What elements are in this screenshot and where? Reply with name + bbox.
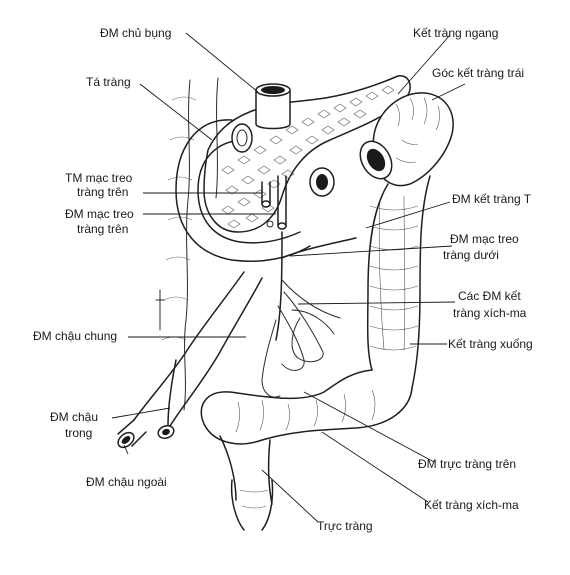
label-dm-chau-chung: ĐM chậu chung [33, 329, 117, 343]
label-ket-trang-ngang: Kết tràng ngang [413, 26, 498, 40]
sm-vessels [261, 167, 335, 230]
label-dm-chau-ngoai: ĐM chậu ngoài [86, 475, 167, 489]
pancreas-shape [203, 75, 411, 233]
rectum [230, 479, 274, 531]
label-tm-mac-treo-trang-tren-line1: TM mạc treo [65, 171, 133, 185]
label-truc-trang: Trực tràng [317, 519, 373, 533]
label-dm-mac-treo-trang-tren-line2: tràng trên [77, 222, 128, 236]
label-dm-mac-treo-trang-duoi-line2: tràng dưới [443, 248, 499, 262]
label-ket-trang-xuong: Kết tràng xuống [448, 337, 533, 351]
label-cac-dm-ket-trang-xich-ma-line2: tràng xích-ma [453, 306, 527, 320]
label-dm-chau-trong-line2: trong [65, 426, 92, 440]
label-dm-mac-treo-trang-tren-line1: ĐM mạc treo [65, 207, 134, 221]
sigmoid-colon [200, 369, 413, 505]
abdominal-aorta [255, 83, 291, 130]
label-tm-mac-treo-trang-tren-line2: tràng trên [77, 185, 128, 199]
label-dm-ket-trang-t: ĐM kết tràng T [452, 192, 532, 206]
duodenum-lumen [231, 123, 253, 153]
transverse-colon [359, 92, 454, 187]
label-dm-mac-treo-trang-duoi-line1: ĐM mạc treo [450, 232, 519, 246]
iliac-arteries [117, 271, 263, 449]
label-dm-chu-bung: ĐM chủ bụng [100, 26, 171, 40]
descending-colon [366, 175, 431, 389]
leader-lines [111, 32, 466, 523]
diagram-labels: ĐM chủ bụng Tá tràng TM mạc treo tràng t… [33, 26, 533, 533]
inferior-mesenteric-artery [261, 231, 357, 398]
label-dm-truc-trang-tren: ĐM trực tràng trên [418, 457, 516, 471]
label-cac-dm-ket-trang-xich-ma-line1: Các ĐM kết [458, 289, 521, 303]
label-ket-trang-xich-ma: Kết tràng xích-ma [424, 498, 519, 512]
duodenum-shape [175, 119, 311, 262]
label-ta-trang: Tá tràng [86, 75, 131, 89]
label-goc-ket-trang-trai: Góc kết tràng trái [432, 66, 524, 80]
spine-outline [155, 77, 219, 411]
label-dm-chau-trong-line1: ĐM chậu [50, 410, 98, 424]
